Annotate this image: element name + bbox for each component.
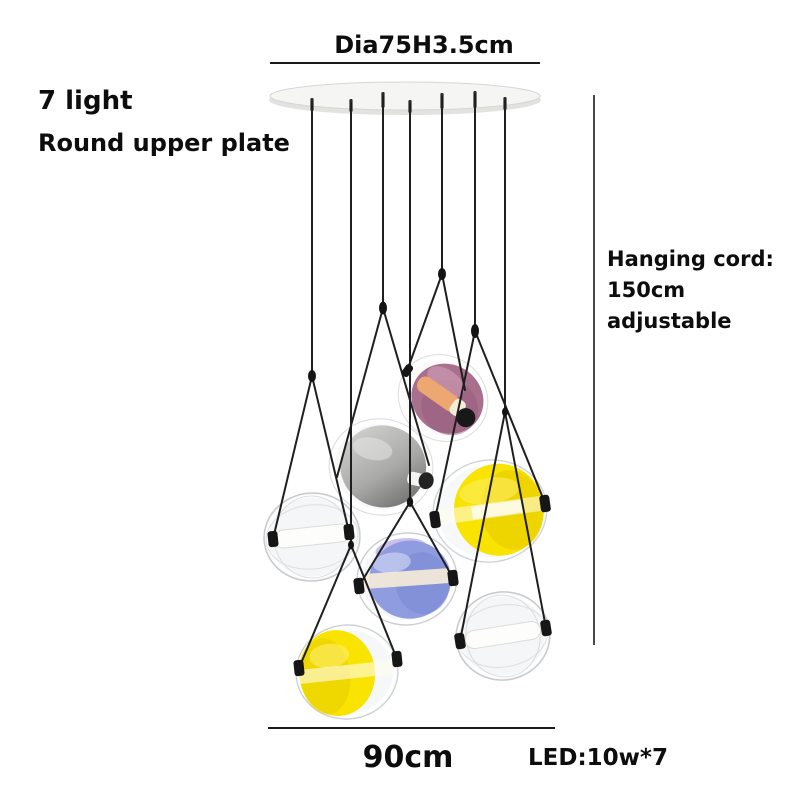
blue-led-band — [362, 568, 452, 589]
yellow-bottom-led-band — [298, 660, 396, 684]
plate-dimension-label: Dia75H3.5cm — [334, 31, 514, 59]
pendant-clear-bottom — [455, 591, 551, 681]
suspension-cord-3 — [336, 95, 430, 478]
pendant-blue — [356, 532, 458, 626]
ceiling-plate — [269, 81, 541, 115]
suspension-cord-7 — [459, 100, 547, 642]
yellow-bottom-highlight — [309, 643, 350, 668]
pendant-plum — [397, 354, 489, 442]
clamp — [401, 364, 414, 378]
ceiling-plate-top — [269, 81, 541, 111]
clamp — [391, 650, 403, 668]
suspension-cord-5 — [406, 96, 466, 391]
cord-bead — [502, 407, 508, 417]
clamp — [343, 523, 355, 541]
clamp — [454, 632, 466, 650]
plum-led-tube — [416, 376, 460, 412]
clamp — [293, 659, 305, 677]
cord-bead — [438, 268, 446, 280]
suspension-cord-2 — [298, 102, 398, 669]
cord-label-line2: 150cm — [607, 278, 685, 302]
smoke-highlight — [352, 437, 393, 461]
led-spec-label: LED:10w*7 — [528, 745, 668, 771]
clamp — [540, 619, 552, 637]
suspension-cord-1 — [272, 101, 350, 540]
clear-left-fold2 — [265, 504, 359, 570]
pendant-smoke-grey — [328, 418, 434, 516]
clamp — [429, 510, 441, 529]
clamp — [447, 569, 459, 587]
blue-highlight — [373, 552, 411, 573]
smoke-end-cap — [418, 472, 434, 490]
pendant-yellow-bottom — [295, 624, 399, 720]
cord-bead — [348, 540, 354, 550]
cord-bead — [471, 324, 479, 338]
clamp — [353, 577, 365, 595]
plum-end-knob — [456, 408, 476, 428]
cord-length-annotation: Hanging cord: 150cm adjustable — [593, 95, 774, 645]
left-caption: 7 light Round upper plate — [38, 86, 290, 157]
cord-beads — [308, 268, 508, 550]
clear-bottom-led-tube — [464, 620, 541, 650]
suspension-cord-6 — [434, 94, 546, 520]
cord-label-line1: Hanging cord: — [607, 247, 774, 271]
width-dimension-annotation: 90cm LED:10w*7 — [268, 727, 668, 775]
suspension-cords — [272, 94, 547, 669]
clamp — [539, 494, 551, 513]
cord-label-line3: adjustable — [607, 309, 732, 333]
pendant-clamps — [267, 364, 552, 677]
plate-type-label: Round upper plate — [38, 129, 290, 157]
cord-bead — [406, 497, 414, 507]
cord-bead — [379, 301, 387, 315]
width-dimension-label: 90cm — [363, 740, 454, 775]
pendant-clear-left — [263, 492, 361, 582]
plate-dimension-annotation: Dia75H3.5cm — [270, 31, 540, 64]
light-count-label: 7 light — [38, 86, 133, 116]
clamp — [267, 530, 279, 548]
cord-bead — [308, 370, 316, 382]
suspension-cord-4 — [358, 103, 454, 587]
